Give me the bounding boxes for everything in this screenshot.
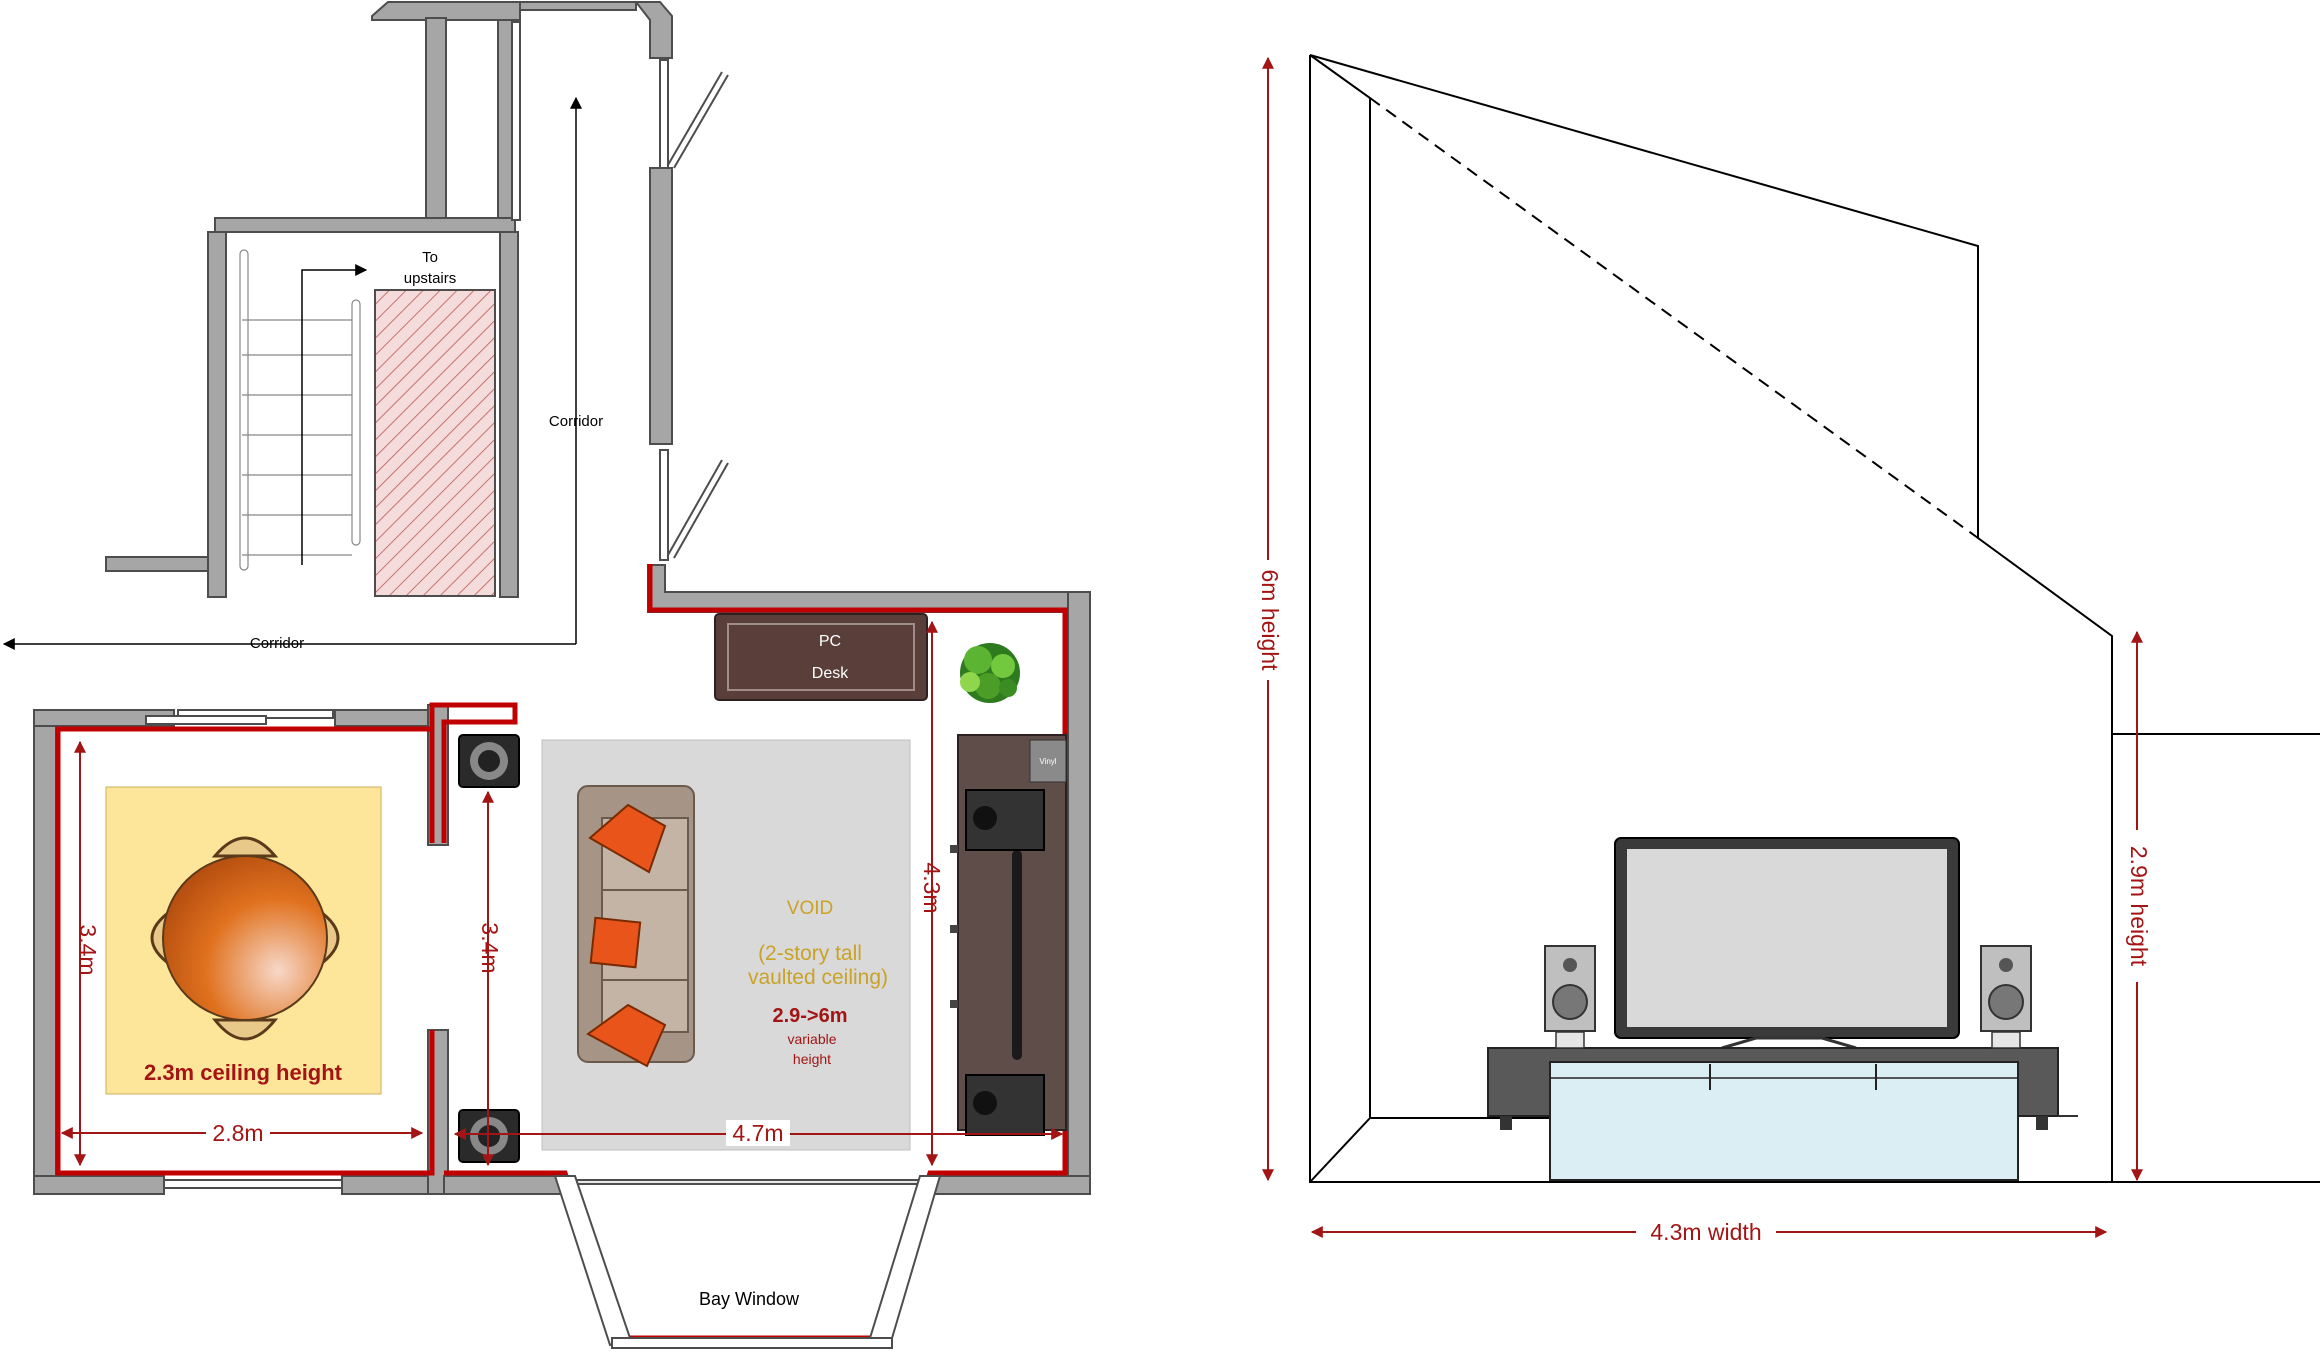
void-description-line2: vaulted ceiling) <box>748 966 888 989</box>
dim-living-width: 4.7m <box>732 1120 783 1146</box>
speaker-right-elevation <box>1980 945 2032 1049</box>
tv-stand <box>1487 1047 2078 1181</box>
bay-window <box>553 1175 942 1349</box>
stair-void-hatch <box>374 289 496 597</box>
desk-label-desk: Desk <box>812 665 849 682</box>
dining-ceiling-label: 2.3m ceiling height <box>144 1060 343 1085</box>
dimension-labels: 2.8m 4.7m 3.4m 3.4m 4.3m <box>75 862 945 1146</box>
stairs-label-upstairs: upstairs <box>404 270 457 287</box>
speaker-left-elevation <box>1544 945 1596 1049</box>
dim-passage-depth: 3.4m <box>477 922 503 973</box>
vinyl-label: Vinyl <box>1039 757 1056 766</box>
bay-window-label: Bay Window <box>699 1289 800 1309</box>
void-height: 2.9->6m <box>772 1005 847 1027</box>
corridor-arrows <box>2 96 582 650</box>
stairs-label-to: To <box>422 249 438 266</box>
dim-dining-width: 2.8m <box>212 1120 263 1146</box>
dim-dining-depth: 3.4m <box>75 924 101 975</box>
elevation-low-height: 2.9m height <box>2126 846 2152 967</box>
void-title: VOID <box>787 898 833 919</box>
speaker-bottom-right <box>965 1074 1045 1136</box>
void-height-note-height: height <box>793 1051 831 1067</box>
speaker-top-right <box>965 789 1045 851</box>
dining-table <box>162 855 328 1021</box>
void-height-note-variable: variable <box>787 1031 836 1047</box>
speaker-left-top <box>458 734 520 788</box>
corridor-lower-label: Corridor <box>250 635 304 652</box>
media-cabinet <box>950 734 1067 1136</box>
desk-label-pc: PC <box>819 633 841 650</box>
walls <box>33 1 1091 1195</box>
elevation-width: 4.3m width <box>1650 1219 1761 1245</box>
pc-desk <box>714 613 928 701</box>
door-leaves <box>145 21 933 1189</box>
television <box>1614 837 1960 1050</box>
corridor-upper-label: Corridor <box>549 413 603 430</box>
sofa-cushions <box>586 803 667 1068</box>
elevation-total-height: 6m height <box>1257 569 1283 671</box>
void-description-line1: (2-story tall <box>758 942 862 965</box>
floor-plan: Corridor Corridor To upstairs <box>2 1 1091 1349</box>
dim-living-depth: 4.3m <box>919 862 945 913</box>
turntable <box>1029 739 1067 783</box>
plant-icon <box>960 643 1020 703</box>
staircase: To upstairs <box>239 249 496 597</box>
